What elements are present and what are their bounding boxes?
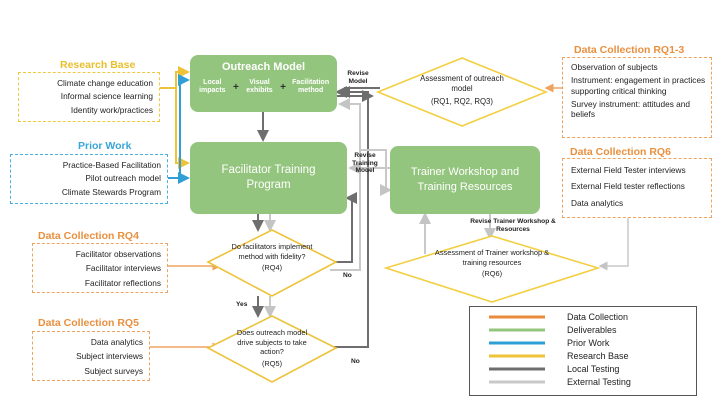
research-base-arrow-1: [160, 66, 190, 89]
facilitator-training-program-title: Facilitator Training Program: [221, 164, 316, 191]
fidelity-rq: (RQ4): [261, 263, 283, 273]
list-item: Informal science learning: [60, 91, 153, 102]
assess-outreach-rq: (RQ1, RQ2, RQ3): [431, 97, 493, 107]
drive-question: Does outreach model drive subjects to ta…: [236, 328, 308, 357]
plus-sign: +: [280, 81, 286, 93]
legend-research-base: Research Base: [567, 351, 629, 361]
outreach-model-title: Outreach Model: [221, 61, 306, 73]
research-base-box: Climate change education Informal scienc…: [18, 72, 160, 122]
fidelity-no-arrow: [330, 192, 357, 263]
research-base-header: Research Base: [60, 59, 136, 71]
revise-trainer-label: Revise Trainer Workshop & Resources: [470, 218, 556, 233]
list-item: Subject interviews: [76, 351, 143, 362]
outreach-model-box: Outreach Model Local impacts + Visual ex…: [190, 55, 337, 112]
dc-rq4-header: Data Collection RQ4: [38, 230, 139, 242]
legend: [469, 306, 697, 396]
no-label-drive: No: [351, 358, 360, 365]
trainer-workshop-box: Trainer Workshop and Training Resources: [390, 146, 540, 214]
facilitation-method-label: Facilitation method: [292, 79, 330, 95]
dc-rq13-box: Observation of subjects Instrument: enga…: [562, 57, 712, 138]
assess-outreach-question: Assessment of outreach model: [420, 74, 504, 94]
dc-rq6-arrow: [598, 218, 629, 271]
dc-rq6-box: External Field Tester interviews Externa…: [562, 158, 712, 218]
drive-text: Does outreach model drive subjects to ta…: [230, 328, 314, 369]
dc-rq13-header: Data Collection RQ1-3: [574, 44, 685, 56]
dc-rq5-header: Data Collection RQ5: [38, 317, 139, 329]
list-item: Instrument: engagement in practices supp…: [571, 75, 706, 96]
fidelity-text: Do facilitators implement method with fi…: [230, 242, 314, 273]
prior-work-box: Practice-Based Facilitation Pilot outrea…: [10, 154, 168, 204]
diamond-fidelity: [206, 229, 338, 297]
revise-model-label: Revise Model: [347, 70, 369, 85]
list-item: Facilitator reflections: [84, 277, 161, 288]
diamond-assess-trainer: [383, 235, 601, 303]
dc-rq5-box: Data analytics Subject interviews Subjec…: [32, 331, 150, 381]
legend-data-collection: Data Collection: [567, 312, 629, 322]
legend-swatches: [489, 315, 545, 384]
legend-local-testing: Local Testing: [567, 364, 620, 374]
assess-trainer-question: Assessment of Trainer workshop & trainin…: [434, 248, 550, 267]
list-item: Data analytics: [90, 337, 143, 347]
list-item: Identity work/practices: [70, 104, 153, 115]
list-item: Climate change education: [57, 78, 153, 88]
yes-label: Yes: [236, 301, 248, 308]
legend-deliverables: Deliverables: [567, 325, 617, 335]
plus-sign: +: [232, 81, 239, 93]
list-item: Facilitator observations: [75, 249, 161, 259]
diamond-drive: [206, 315, 338, 383]
dc-rq4-box: Facilitator observations Facilitator int…: [32, 243, 168, 293]
list-item: Climate Stewards Program: [61, 186, 161, 197]
drive-rq: (RQ5): [261, 358, 283, 368]
list-item: Facilitator interviews: [85, 263, 161, 274]
research-base-arrow-2: [175, 88, 190, 169]
list-item: Observation of subjects: [571, 62, 658, 72]
list-item: Data analytics: [571, 197, 624, 208]
fidelity-question: Do facilitators implement method with fi…: [231, 242, 313, 261]
external-3: [330, 98, 361, 271]
list-item: External Field tester reflections: [571, 181, 685, 192]
facilitator-training-program-box: Facilitator Training Program: [190, 142, 347, 214]
dc-rq6-header: Data Collection RQ6: [570, 146, 671, 158]
legend-prior-work: Prior Work: [567, 338, 610, 348]
external-4: [360, 149, 392, 196]
trainer-workshop-title: Trainer Workshop and Training Resources: [410, 166, 520, 193]
assess-outreach-text: Assessment of outreach model (RQ1, RQ2, …: [412, 74, 512, 107]
list-item: External Field Tester interviews: [571, 165, 686, 175]
list-item: Subject surveys: [84, 365, 143, 376]
diamond-assess-outreach: [375, 57, 549, 127]
drive-no-arrow: [330, 86, 369, 348]
legend-external-testing: External Testing: [567, 377, 631, 387]
list-item: Survey instrument: attitudes and beliefs: [571, 99, 690, 120]
assess-trainer-rq: (RQ6): [481, 269, 503, 279]
list-item: Pilot outreach model: [85, 173, 161, 184]
prior-work-header: Prior Work: [78, 140, 132, 152]
revise-training-label: Revise Training Model: [352, 152, 378, 175]
list-item: Practice-Based Facilitation: [62, 160, 161, 170]
no-label-fidelity: No: [343, 272, 352, 279]
local-impacts-label: Local impacts: [199, 79, 226, 95]
visual-exhibits-label: Visual exhibits: [246, 79, 273, 95]
assess-trainer-text: Assessment of Trainer workshop & trainin…: [434, 248, 550, 279]
